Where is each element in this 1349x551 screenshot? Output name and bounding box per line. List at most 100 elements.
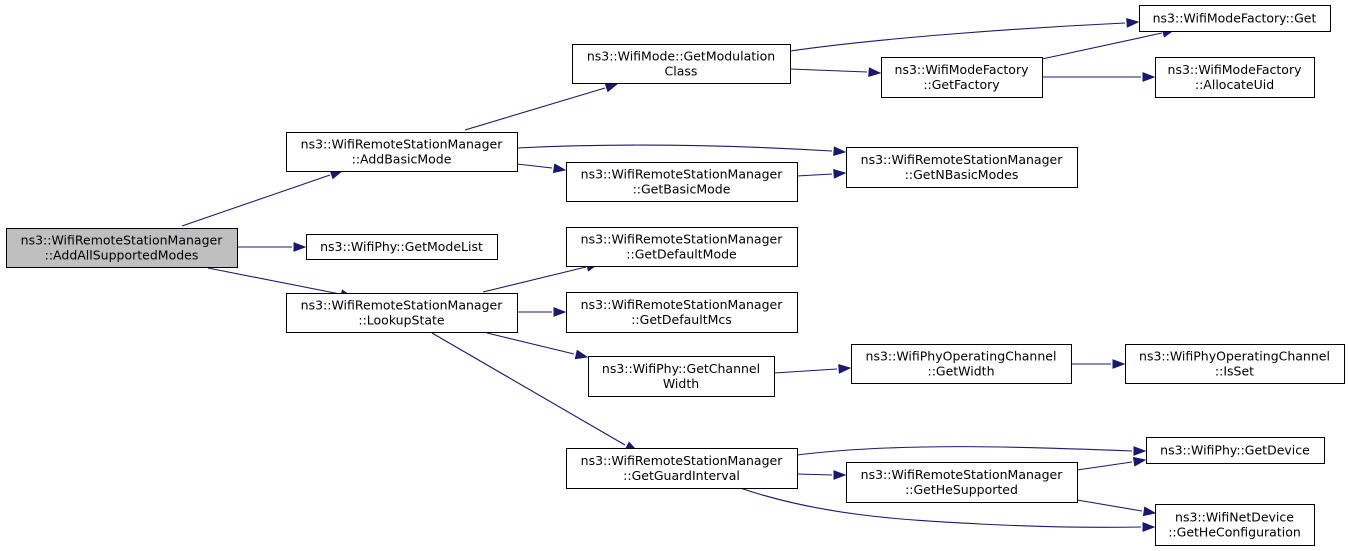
node-box — [1146, 437, 1325, 464]
arrow-head-icon — [1132, 456, 1147, 467]
node-get-mode-list[interactable]: ns3::WifiPhy::GetModeList — [306, 234, 498, 260]
node-box — [286, 293, 518, 333]
node-label-line: ns3::WifiRemoteStationManager — [581, 167, 784, 182]
node-get-default-mcs[interactable]: ns3::WifiRemoteStationManager::GetDefaul… — [566, 292, 798, 333]
edge-lookup_state-to-get_default_mcs — [517, 307, 567, 317]
node-get-device[interactable]: ns3::WifiPhy::GetDevice — [1146, 437, 1325, 464]
node-label-line: ::AddBasicMode — [352, 152, 452, 167]
edge-lookup_state-to-get_channel_width — [486, 332, 589, 360]
edge-line — [431, 332, 626, 446]
node-box — [566, 448, 798, 489]
node-box — [846, 147, 1078, 188]
node-label-line: Class — [665, 64, 698, 79]
node-get-he-supported[interactable]: ns3::WifiRemoteStationManager::GetHeSupp… — [846, 462, 1078, 503]
node-factory-get[interactable]: ns3::WifiModeFactory::Get — [1139, 5, 1331, 32]
edge-get_modulation_class-to-factory_get — [789, 17, 1140, 52]
node-label-line: ns3::WifiRemoteStationManager — [301, 298, 504, 313]
node-box — [881, 57, 1043, 98]
arrow-head-icon — [1142, 506, 1157, 517]
node-get-factory[interactable]: ns3::WifiModeFactory::GetFactory — [881, 57, 1043, 98]
node-label-line: ns3::WifiRemoteStationManager — [581, 232, 784, 247]
edge-line — [796, 446, 1133, 456]
node-get-default-mode[interactable]: ns3::WifiRemoteStationManager::GetDefaul… — [566, 227, 798, 267]
node-get-guard-interval[interactable]: ns3::WifiRemoteStationManager::GetGuardI… — [566, 448, 798, 489]
arrow-head-icon — [1142, 72, 1156, 82]
node-add-basic-mode[interactable]: ns3::WifiRemoteStationManager::AddBasicM… — [286, 132, 518, 172]
node-label-line: ::GetFactory — [923, 77, 1000, 92]
node-label-line: ns3::WifiPhyOperatingChannel — [866, 349, 1057, 364]
arrow-head-icon — [1142, 522, 1156, 532]
node-label-line: ns3::WifiRemoteStationManager — [21, 233, 224, 248]
node-box — [1125, 344, 1345, 384]
arrow-head-icon — [552, 163, 567, 174]
edge-get_factory-to-allocate_uid — [1042, 72, 1156, 82]
node-label-line: Width — [663, 376, 699, 391]
node-label-line: ns3::WifiRemoteStationManager — [301, 137, 504, 152]
arrow-head-icon — [1112, 359, 1126, 369]
edge-lookup_state-to-get_default_mode — [482, 262, 600, 293]
node-label-line: ::AddAllSupportedModes — [45, 248, 199, 263]
arrow-head-icon — [868, 67, 882, 78]
node-box — [1155, 504, 1315, 546]
edge-get_modulation_class-to-get_factory — [789, 67, 882, 78]
node-label-line: ::LookupState — [358, 313, 445, 328]
edge-get_channel_width-to-get_width — [773, 363, 852, 374]
arrow-head-icon — [833, 168, 847, 179]
node-label-line: ::GetBasicMode — [633, 182, 731, 197]
node-label-line: ::GetDefaultMode — [626, 247, 737, 262]
node-label-line: ns3::WifiPhy::GetDevice — [1160, 443, 1310, 458]
arrow-head-icon — [1133, 446, 1147, 456]
edge-line — [181, 174, 331, 227]
node-label-line: ::GetDefaultMcs — [631, 312, 732, 327]
edge-add_basic_mode-to-get_modulation_class — [464, 82, 619, 131]
edge-line — [796, 173, 833, 177]
node-label-line: ns3::WifiRemoteStationManager — [861, 152, 1064, 167]
node-box — [566, 227, 798, 267]
node-label-line: ns3::WifiPhy::GetChannel — [602, 361, 760, 376]
node-label-line: ::GetHeSupported — [905, 482, 1018, 497]
edge-add_basic_mode-to-get_basic_mode — [516, 163, 567, 174]
node-box — [588, 356, 775, 397]
edge-line — [773, 368, 838, 374]
edge-line — [739, 487, 1142, 528]
edge-line — [789, 22, 1126, 52]
node-label-line: ::GetHeConfiguration — [1168, 525, 1301, 540]
edge-get_guard_interval-to-get_he_supported — [796, 470, 847, 480]
arrow-head-icon — [833, 470, 847, 480]
node-box — [572, 44, 791, 84]
arrow-head-icon — [1126, 17, 1140, 28]
node-label-line: ns3::WifiRemoteStationManager — [581, 453, 784, 468]
edge-get_guard_interval-to-get_device — [796, 446, 1147, 456]
node-box — [851, 344, 1072, 384]
node-get-basic-mode[interactable]: ns3::WifiRemoteStationManager::GetBasicM… — [566, 162, 798, 202]
node-box — [286, 132, 518, 172]
edge-get_guard_interval-to-get_he_configuration — [739, 487, 1156, 532]
node-get-he-configuration[interactable]: ns3::WifiNetDevice::GetHeConfiguration — [1155, 504, 1315, 546]
edge-line — [486, 332, 575, 355]
node-label-line: ::AllocateUid — [1195, 77, 1274, 92]
edge-get_he_supported-to-get_he_configuration — [1076, 499, 1157, 517]
node-get-width[interactable]: ns3::WifiPhyOperatingChannel::GetWidth — [851, 344, 1072, 384]
node-root[interactable]: ns3::WifiRemoteStationManager::AddAllSup… — [6, 228, 238, 268]
node-label-line: ns3::WifiMode::GetModulation — [587, 49, 775, 64]
node-get-n-basic-modes[interactable]: ns3::WifiRemoteStationManager::GetNBasic… — [846, 147, 1078, 188]
nodes-layer: ns3::WifiRemoteStationManager::AddAllSup… — [6, 5, 1345, 546]
edge-line — [207, 267, 341, 295]
node-lookup-state[interactable]: ns3::WifiRemoteStationManager::LookupSta… — [286, 293, 518, 333]
arrow-head-icon — [604, 82, 619, 93]
edge-root-to-get_mode_list — [237, 242, 307, 252]
edge-line — [1076, 499, 1143, 512]
edge-get_factory-to-factory_get — [1041, 28, 1176, 60]
node-allocate-uid[interactable]: ns3::WifiModeFactory::AllocateUid — [1155, 57, 1315, 98]
edge-line — [482, 266, 587, 293]
edge-line — [464, 87, 606, 131]
node-is-set[interactable]: ns3::WifiPhyOperatingChannel::IsSet — [1125, 344, 1345, 384]
node-box — [1155, 57, 1315, 98]
node-label-line: ns3::WifiModeFactory — [1168, 62, 1303, 77]
node-label-line: ::GetWidth — [927, 364, 994, 379]
node-box — [566, 292, 798, 333]
node-label-line: ::GetGuardInterval — [623, 468, 740, 483]
edges-layer — [181, 17, 1176, 532]
